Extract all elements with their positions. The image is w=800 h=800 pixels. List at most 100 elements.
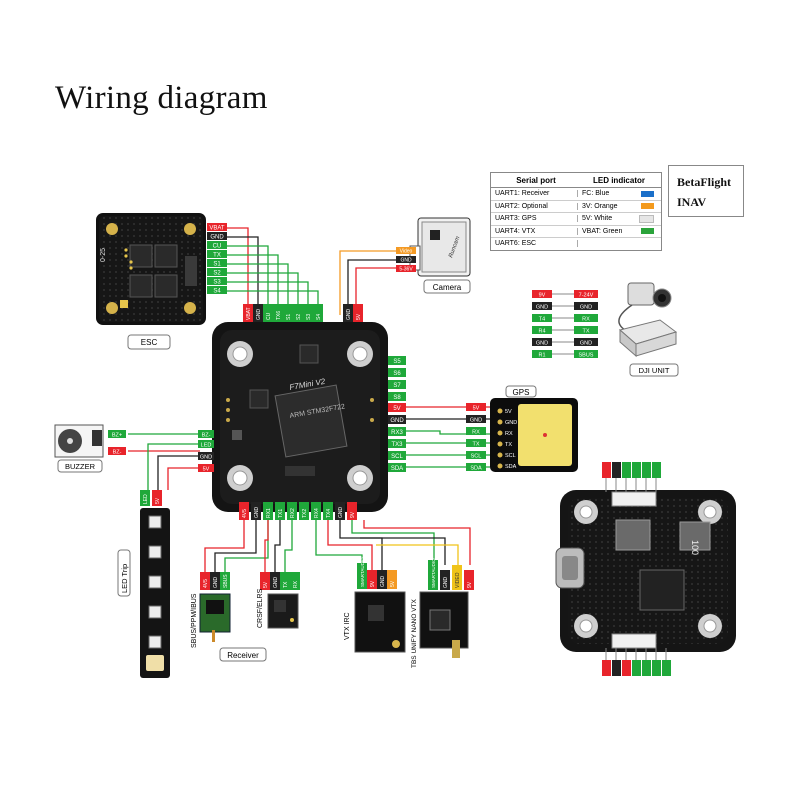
uart-port: UART4: VTX — [495, 227, 578, 235]
firmware-betaflight: BetaFlight — [677, 175, 731, 189]
firmware-box: BetaFlight INAV — [668, 165, 744, 217]
esc-pin: CU — [213, 244, 222, 250]
dji-label: DJI UNIT — [639, 366, 670, 375]
table-row: UART6: ESC — [491, 238, 661, 250]
esc-pin: TX — [213, 253, 221, 259]
rx-pin: TX — [283, 581, 289, 588]
fc-pad: RX4 — [314, 508, 320, 518]
dji-pin: GND — [580, 305, 592, 311]
vtx1-label: VTX IRC — [344, 612, 351, 640]
fc-pad: TX3 — [391, 442, 403, 448]
dji-pin: 7-24V — [579, 293, 594, 299]
camera-pin: Video — [400, 249, 413, 255]
dji-pin: R1 — [538, 353, 545, 359]
table-header: Serial port LED indicator — [491, 173, 661, 188]
fc-right-pads: S5 S6 S7 S8 5V GND RX3 TX3 SCL SDA — [388, 356, 406, 472]
fc-pad: S2 — [296, 314, 302, 320]
vtx-pin: 5V — [390, 580, 396, 587]
fc-pad: TX1 — [278, 509, 284, 518]
gps-pin: RX — [505, 431, 513, 437]
led-swatch-blue — [641, 190, 654, 197]
esc-label: ESC — [141, 338, 158, 347]
fc-pad: GND — [200, 455, 212, 461]
fc-pad: S4 — [316, 314, 322, 320]
receiver-crsf — [267, 593, 299, 629]
camera-pin-tags: Video GND 5-36V — [396, 247, 416, 273]
dji-unit-image — [618, 282, 678, 358]
rx1-label: SBUS/PPM/IBUS — [191, 593, 198, 648]
fc-board — [212, 322, 388, 512]
uart-port: UART2: Optional — [495, 202, 578, 210]
fc-pad: GND — [346, 309, 352, 321]
fc-pad: BZ- — [202, 433, 211, 439]
dji-pin: GND — [536, 341, 548, 347]
rx2-label: CRSF/ELRS — [257, 588, 264, 628]
vtx-pin: VIDEO — [455, 572, 461, 588]
vtx-pin: SMARTAUDIO — [360, 557, 365, 587]
fc-pad: GND — [390, 418, 404, 424]
fc-left-pads: BZ- LED GND 5V — [198, 430, 214, 473]
fc-pad: VBAT — [246, 307, 252, 320]
uart-port: UART1: Receiver — [495, 190, 578, 198]
fc-gps-tag: RX — [472, 430, 480, 436]
vtx-irc-board — [354, 591, 406, 653]
receiver-label: Receiver — [227, 651, 259, 660]
buzzer-module — [54, 424, 104, 458]
camera-pin: 5-36V — [399, 267, 413, 273]
header-led-indicator: LED indicator — [592, 176, 645, 185]
buzzer-label: BUZZER — [65, 462, 96, 471]
fc-pad: S7 — [393, 383, 401, 389]
fc-gps-tag: SCL — [471, 454, 482, 460]
uart-port: UART6: ESC — [495, 240, 578, 248]
fc-pad: CU — [266, 312, 272, 320]
fc-pad: TX2 — [302, 509, 308, 518]
fc-pad: S3 — [306, 314, 312, 320]
rx-pin: GND — [213, 577, 219, 589]
gps-pin: TX — [505, 442, 512, 448]
led-strip-pin: LED — [143, 494, 149, 504]
fc-gps-tags: 5V GND RX TX SCL SDA — [466, 403, 486, 472]
rx-pin: RX — [293, 580, 299, 588]
vtx2-label: TBS UNIFY NANO VTX — [411, 598, 418, 668]
buzzer-pin: BZ+ — [112, 433, 122, 439]
header-serial-port: Serial port — [516, 176, 556, 185]
page-title: Wiring diagram — [55, 80, 268, 116]
gps-pin: GND — [505, 420, 517, 426]
fc-pad: 5V — [356, 313, 362, 320]
fc-pad: RX3 — [391, 430, 403, 436]
fc-pad: S6 — [393, 371, 401, 377]
rx-pin: SBUS — [223, 574, 229, 588]
dji-pin-tags: 9V GND T4 R4 GND R1 7-24V GND RX TX GND … — [532, 290, 598, 359]
fc-pad: SCL — [391, 454, 403, 460]
led-strip-label: LED Trip — [120, 564, 129, 593]
fc-pad: 9V — [350, 511, 356, 518]
fc-gps-tag: SDA — [470, 466, 482, 472]
esc-board — [96, 213, 206, 325]
esc-pin: VBAT — [209, 226, 225, 232]
camera-label: Camera — [433, 283, 462, 292]
esc-pin: S4 — [213, 289, 221, 295]
led-strip: LED 5V — [140, 490, 170, 678]
fc-pad: LED — [201, 443, 212, 449]
dji-pin: RX — [582, 317, 590, 323]
fc-gps-tag: 5V — [473, 406, 480, 412]
led-swatch-green — [641, 228, 654, 235]
gps-module: 5V GND RX TX SCL SDA — [490, 398, 578, 472]
esc-pin: GND — [210, 235, 224, 241]
table-row: UART1: Receiver FC: Blue — [491, 188, 661, 201]
dji-pin: GND — [580, 341, 592, 347]
buzzer-pin-tags: BZ+ BZ- — [108, 430, 126, 456]
led-text: 5V: White — [582, 215, 613, 223]
fc-pad: TX4 — [326, 509, 332, 518]
dji-pin: R4 — [538, 329, 545, 335]
fc-pad: RX2 — [290, 508, 296, 518]
vtx-pin: 9V — [467, 581, 473, 588]
uart-port: UART3: GPS — [495, 215, 578, 223]
led-strip-pin: 5V — [155, 497, 161, 504]
vtx-pin: SMARTAUDIO — [431, 558, 436, 588]
fc-pad: RX1 — [266, 508, 272, 518]
fc-pad: GND — [338, 507, 344, 519]
fc-top-pads: VBAT GND CU TX6 S1 S2 S3 S4 GND 5V — [243, 304, 363, 322]
camera-module: Runcam — [409, 217, 471, 277]
